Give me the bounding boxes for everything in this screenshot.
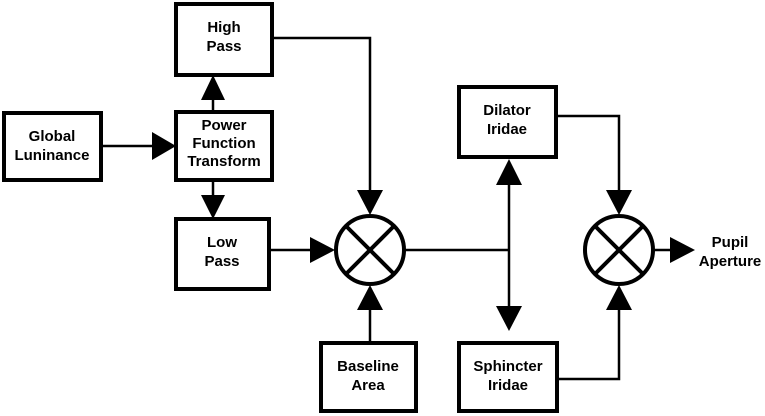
dilator-iridae-label-line2: Iridae	[487, 121, 527, 138]
block-power-function-transform: Power Function Transform	[174, 110, 274, 182]
low-pass-label-line2: Pass	[204, 253, 239, 270]
multiplier-junction-1	[334, 214, 406, 286]
baseline-area-label-line1: Baseline	[337, 358, 399, 375]
low-pass-label-line1: Low	[207, 234, 237, 251]
block-baseline-area: Baseline Area	[319, 341, 418, 413]
arrow-into-power	[152, 132, 176, 160]
wire-dilator-to-mult2	[556, 114, 621, 192]
arrow-into-dilator	[496, 159, 522, 185]
high-pass-label-line1: High	[207, 19, 240, 36]
power-function-label-line3: Transform	[187, 153, 260, 170]
block-global-luminance: Global Luninance	[2, 111, 103, 182]
output-label-line2: Aperture	[699, 253, 762, 270]
global-luminance-label-line1: Global	[29, 128, 76, 145]
block-dilator-iridae: Dilator Iridae	[457, 85, 558, 159]
arrow-into-lowpass	[201, 195, 225, 219]
output-label-line1: Pupil	[712, 234, 749, 251]
dilator-iridae-label-line1: Dilator	[483, 102, 531, 119]
output-pupil-aperture: Pupil Aperture	[699, 234, 762, 270]
arrow-into-mult1-left	[310, 237, 335, 263]
arrow-into-highpass	[201, 75, 225, 100]
baseline-area-label-line2: Area	[351, 377, 385, 394]
arrow-to-output	[670, 237, 695, 263]
power-function-label-line1: Power	[201, 117, 246, 134]
block-low-pass: Low Pass	[174, 217, 271, 291]
multiplier-junction-2	[583, 214, 655, 286]
power-function-label-line2: Function	[192, 135, 255, 152]
arrow-into-mult2-bottom	[606, 285, 632, 310]
block-high-pass: High Pass	[174, 2, 274, 77]
arrow-into-mult2-top	[606, 190, 632, 215]
high-pass-label-line2: Pass	[206, 38, 241, 55]
sphincter-iridae-label-line2: Iridae	[488, 377, 528, 394]
arrow-into-mult1-top	[357, 190, 383, 215]
arrow-into-mult1-bottom	[357, 285, 383, 310]
block-sphincter-iridae: Sphincter Iridae	[457, 341, 559, 413]
sphincter-iridae-label-line1: Sphincter	[473, 358, 542, 375]
global-luminance-label-line2: Luninance	[14, 147, 89, 164]
wire-sphincter-to-mult2	[557, 307, 621, 381]
arrow-into-sphincter	[496, 306, 522, 331]
wire-highpass-to-mult1	[272, 36, 372, 192]
